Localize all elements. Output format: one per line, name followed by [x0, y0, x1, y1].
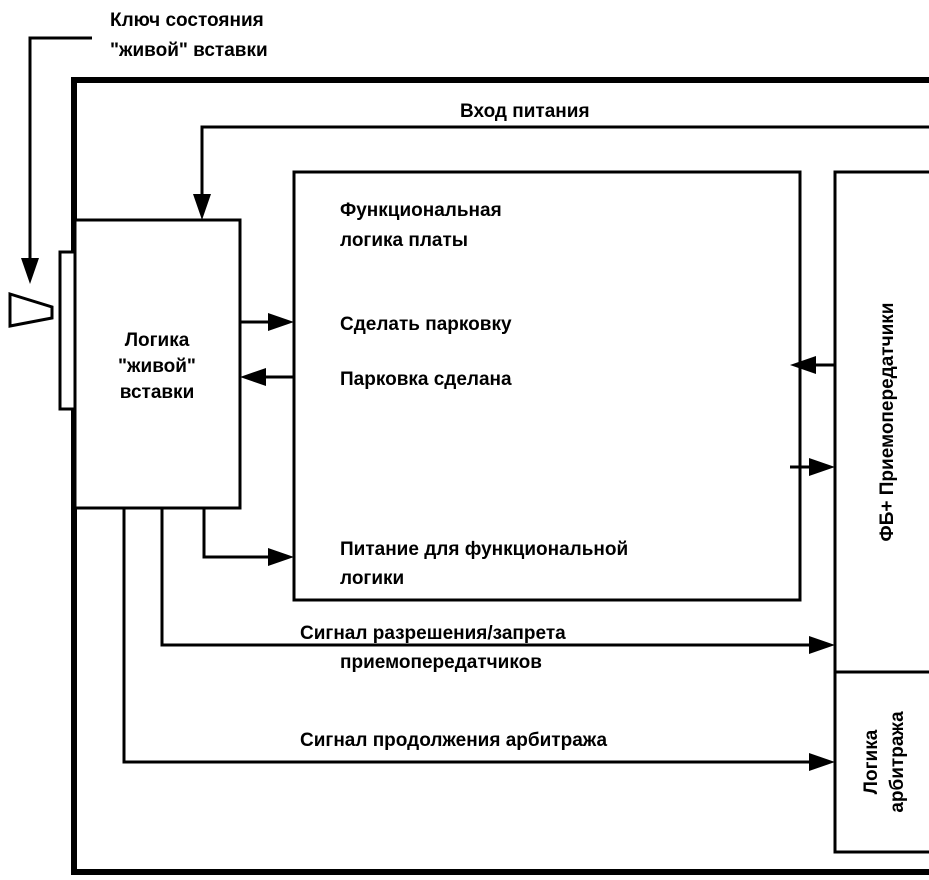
arb-signal-arrowhead [809, 753, 835, 771]
functional-logic-title-line1: Функциональная [340, 200, 502, 221]
power-func-arrowhead [268, 548, 294, 566]
do-park-label: Сделать парковку [340, 314, 512, 335]
hot-swap-logic-title-line2: "живой" [118, 356, 196, 377]
enable-signal-label-line1: Сигнал разрешения/запрета [300, 623, 566, 644]
arb-signal-line [122, 508, 811, 764]
key-state-line [28, 36, 92, 262]
enable-signal-arrowhead [809, 636, 835, 654]
arb-logic-label-line2: арбитража [887, 711, 908, 813]
hot-swap-logic-title-line1: Логика [125, 330, 190, 351]
power-input-label: Вход питания [460, 101, 590, 122]
connector-plate [58, 250, 77, 411]
power-func-label-line2: логики [340, 568, 404, 589]
connector-key [8, 291, 54, 328]
park-done-label: Парковка сделана [340, 369, 512, 390]
key-state-label-line1: Ключ состояния [110, 10, 264, 31]
functional-logic-box [292, 170, 802, 602]
enable-signal-line [160, 508, 811, 647]
arbitration-logic-box [833, 670, 929, 854]
arb-signal-label: Сигнал продолжения арбитража [300, 730, 607, 751]
park-done-arrowhead [240, 368, 266, 386]
hot-swap-logic-title-line3: вставки [120, 382, 195, 403]
key-state-arrowhead [21, 258, 39, 284]
arb-logic-label-line1: Логика [861, 729, 882, 794]
power-func-line [202, 508, 270, 559]
functional-logic-title-line2: логика платы [340, 230, 468, 251]
power-input-arrowhead [193, 194, 211, 220]
enable-signal-label-line2: приемопередатчиков [340, 652, 542, 673]
do-park-arrowhead [268, 313, 294, 331]
func-to-xcvr-arrowhead [809, 458, 835, 476]
power-input-line [200, 125, 929, 196]
power-func-label-line1: Питание для функциональной [340, 539, 628, 560]
xcvr-to-func-arrowhead [790, 356, 816, 374]
key-state-label-line2: "живой" вставки [110, 40, 268, 61]
transceivers-label: ФБ+ Приемопередатчики [877, 303, 898, 542]
hot-swap-logic-box [73, 218, 242, 510]
